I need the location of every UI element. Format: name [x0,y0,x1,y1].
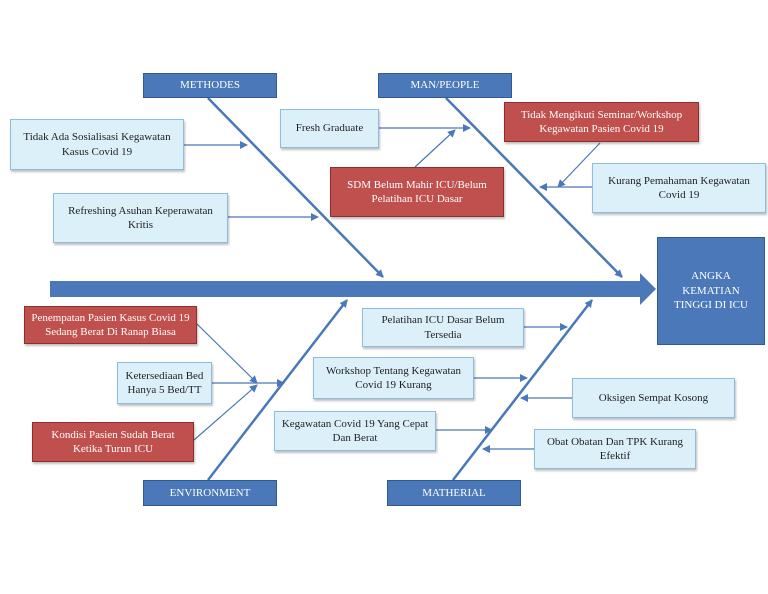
spine-arrow [50,273,656,305]
cause-box: Refreshing Asuhan Keperawatan Kritis [53,193,228,243]
cause-box-highlighted: Tidak Mengikuti Seminar/Workshop Kegawat… [504,102,699,142]
arrow-man-2 [414,129,456,168]
category-matherial: MATHERIAL [387,480,521,506]
environment-bone [207,299,348,481]
man-people-bone [445,97,623,278]
arrow-env-1 [196,323,258,384]
methodes-bone [207,97,384,278]
arrow-man-3 [557,142,601,188]
cause-box: Tidak Ada Sosialisasi Kegawatan Kasus Co… [10,119,184,170]
category-man-people: MAN/PEOPLE [378,73,512,98]
cause-box: Workshop Tentang Kegawatan Covid 19 Kura… [313,357,474,399]
cause-box-highlighted: Penempatan Pasien Kasus Covid 19 Sedang … [24,306,197,344]
category-environment: ENVIRONMENT [143,480,277,506]
matherial-bone [452,299,593,481]
cause-box: Fresh Graduate [280,109,379,148]
category-methodes: METHODES [143,73,277,98]
effect-box: ANGKA KEMATIAN TINGGI DI ICU [657,237,765,345]
cause-box: Kurang Pemahaman Kegawatan Covid 19 [592,163,766,213]
cause-box-highlighted: Kondisi Pasien Sudah Berat Ketika Turun … [32,422,194,462]
cause-box: Oksigen Sempat Kosong [572,378,735,418]
cause-box: Kegawatan Covid 19 Yang Cepat Dan Berat [274,411,436,451]
cause-box: Obat Obatan Dan TPK Kurang Efektif [534,429,696,469]
cause-box: Pelatihan ICU Dasar Belum Tersedia [362,308,524,347]
cause-box-highlighted: SDM Belum Mahir ICU/Belum Pelatihan ICU … [330,167,504,217]
cause-box: Ketersediaan Bed Hanya 5 Bed/TT [117,362,212,404]
arrow-env-3 [193,384,258,441]
